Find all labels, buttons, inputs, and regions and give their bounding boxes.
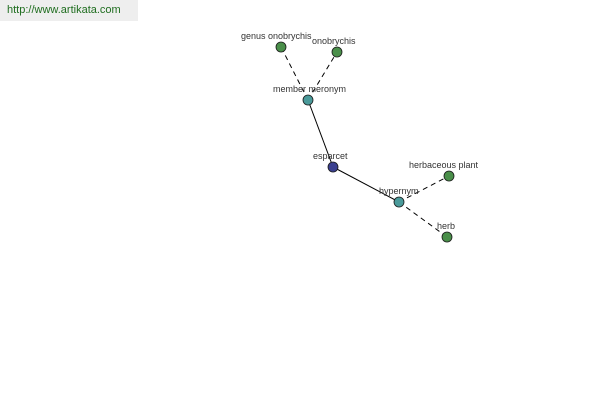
source-bar: http://www.artikata.com <box>0 0 138 21</box>
node-label-member-meronym: member meronym <box>273 84 346 94</box>
edges-layer <box>280 46 450 238</box>
node-marker-esparcet[interactable] <box>327 161 339 173</box>
node-label-herbaceous-plant: herbaceous plant <box>409 160 479 170</box>
node-esparcet[interactable]: esparcet <box>313 151 348 173</box>
source-link[interactable]: http://www.artikata.com <box>7 4 121 16</box>
node-member-meronym[interactable]: member meronym <box>273 84 346 106</box>
node-hypernym[interactable]: hypernym <box>379 186 419 208</box>
node-herb[interactable]: herb <box>437 221 455 243</box>
node-label-onobrychis: onobrychis <box>312 36 356 46</box>
node-marker-genus-onobrychis[interactable] <box>275 41 287 53</box>
node-genus-onobrychis[interactable]: genus onobrychis <box>241 31 312 53</box>
node-marker-herb[interactable] <box>441 231 453 243</box>
node-label-esparcet: esparcet <box>313 151 348 161</box>
node-marker-hypernym[interactable] <box>393 196 405 208</box>
edge-esparcet-to-member-meronym <box>307 99 334 168</box>
nodes-layer: esparcet member meronym hypernym genus onob… <box>241 31 479 243</box>
node-label-genus-onobrychis: genus onobrychis <box>241 31 312 41</box>
edge-esparcet-to-hypernym <box>332 166 400 203</box>
node-herbaceous-plant[interactable]: herbaceous plant <box>409 160 479 182</box>
edge-member-meronym-to-genus-onobrychis <box>280 46 309 101</box>
node-onobrychis[interactable]: onobrychis <box>312 36 356 58</box>
edge-hypernym-to-herbaceous-plant <box>398 175 450 203</box>
node-marker-member-meronym[interactable] <box>302 94 314 106</box>
node-label-herb: herb <box>437 221 455 231</box>
edge-hypernym-to-herb <box>398 201 448 238</box>
node-marker-onobrychis[interactable] <box>331 46 343 58</box>
edge-member-meronym-to-onobrychis <box>307 51 338 101</box>
node-marker-herbaceous-plant[interactable] <box>443 170 455 182</box>
node-label-hypernym: hypernym <box>379 186 419 196</box>
